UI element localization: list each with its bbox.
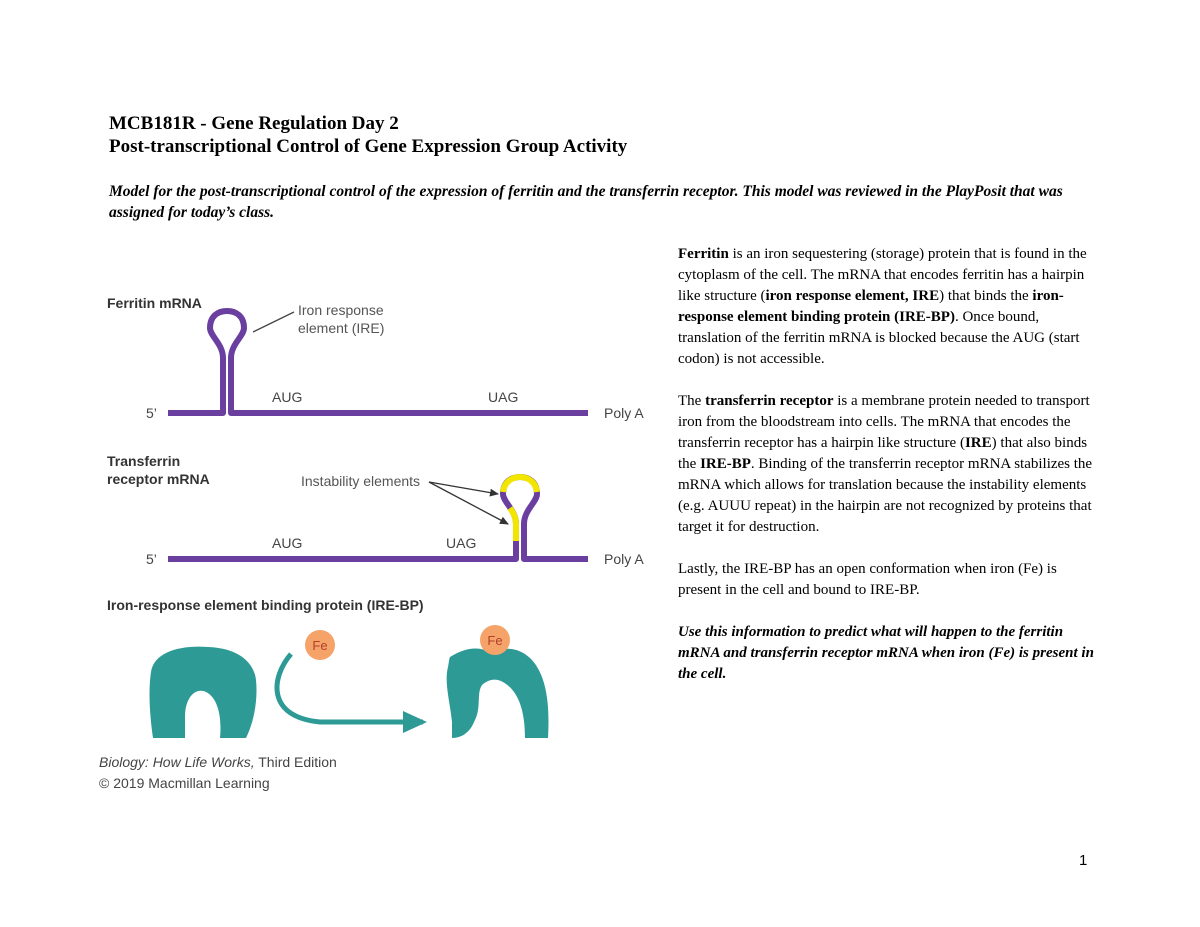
intro-paragraph: Model for the post-transcriptional contr… xyxy=(109,181,1099,223)
ferritin-aug: AUG xyxy=(272,389,302,405)
ire-pointer-line xyxy=(253,312,294,332)
ire-label-line1: Iron response xyxy=(298,302,384,318)
transferrin-text-1: The xyxy=(678,393,705,409)
ferritin-uag: UAG xyxy=(488,389,518,405)
instability-elements-label: Instability elements xyxy=(301,473,420,489)
irebp-paragraph: Lastly, the IRE-BP has an open conformat… xyxy=(678,559,1103,601)
irebp-closed-protein xyxy=(150,647,257,738)
ferritin-term: Ferritin xyxy=(678,246,729,262)
ire-label-line2: element (IRE) xyxy=(298,320,384,336)
instability-element-stem xyxy=(510,508,516,541)
explanation-text: Ferritin is an iron sequestering (storag… xyxy=(678,244,1103,706)
transferrin-five-prime: 5’ xyxy=(146,551,157,567)
credit-line1: Biology: How Life Works, Third Edition xyxy=(99,754,337,770)
transferrin-poly-a: Poly A xyxy=(604,551,644,567)
transferrin-term: transferrin receptor xyxy=(705,393,833,409)
page-number: 1 xyxy=(1079,852,1087,869)
document-title: MCB181R - Gene Regulation Day 2 xyxy=(109,112,399,136)
credit-edition: Third Edition xyxy=(255,754,337,770)
transferrin-label-line1: Transferrin xyxy=(107,453,180,469)
transferrin-paragraph: The transferrin receptor is a membrane p… xyxy=(678,391,1103,538)
ferritin-mrna-label: Ferritin mRNA xyxy=(107,295,202,311)
ferritin-paragraph: Ferritin is an iron sequestering (storag… xyxy=(678,244,1103,370)
transferrin-label-line2: receptor mRNA xyxy=(107,471,210,487)
document-subtitle: Post-transcriptional Control of Gene Exp… xyxy=(109,135,627,159)
ferritin-poly-a: Poly A xyxy=(604,405,644,421)
transferrin-mrna-strand xyxy=(168,477,588,559)
transferrin-aug: AUG xyxy=(272,535,302,551)
conformation-change-arrow xyxy=(277,654,423,722)
irebp-term-2: IRE-BP xyxy=(700,456,751,472)
credit-book-title: Biology: How Life Works, xyxy=(99,754,255,770)
ire-term: iron response element, IRE xyxy=(765,288,939,304)
fe-free-label: Fe xyxy=(312,638,327,653)
transferrin-uag: UAG xyxy=(446,535,476,551)
irebp-label: Iron-response element binding protein (I… xyxy=(107,597,424,613)
prediction-prompt: Use this information to predict what wil… xyxy=(678,622,1103,685)
ferritin-text-2: ) that binds the xyxy=(939,288,1032,304)
ire-term-2: IRE xyxy=(965,435,992,451)
irebp-open-protein xyxy=(447,648,549,738)
ire-model-figure: Ferritin mRNA Iron response element (IRE… xyxy=(88,262,666,800)
fe-bound-label: Fe xyxy=(487,633,502,648)
instability-element-loop xyxy=(503,477,537,492)
ferritin-five-prime: 5’ xyxy=(146,405,157,421)
credit-copyright: © 2019 Macmillan Learning xyxy=(99,775,270,791)
figure-svg: Ferritin mRNA Iron response element (IRE… xyxy=(88,262,666,800)
